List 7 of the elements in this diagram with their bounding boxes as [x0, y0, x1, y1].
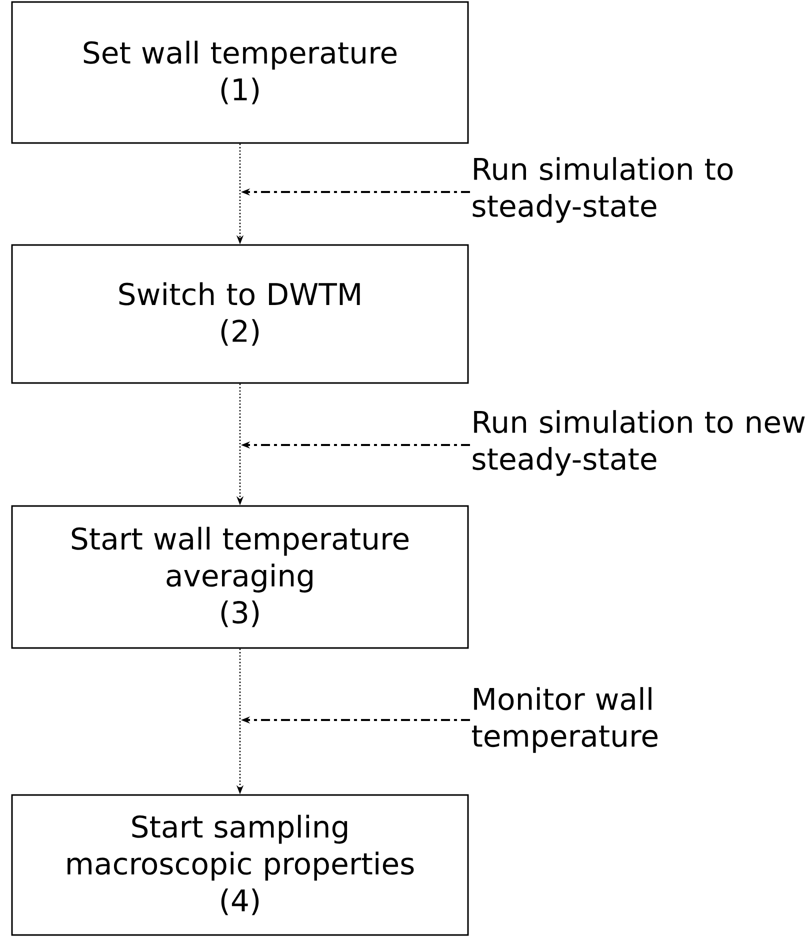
step-note: Run simulation to steady-state	[472, 157, 733, 223]
process-box: Start wall temperature averaging (3)	[11, 505, 469, 649]
step-note: Monitor wall temperature	[472, 687, 658, 753]
process-box: Start sampling macroscopic properties (4)	[11, 794, 469, 936]
step-note: Run simulation to new steady-state	[472, 410, 805, 476]
process-box: Switch to DWTM (2)	[11, 244, 469, 384]
process-box: Set wall temperature (1)	[11, 1, 469, 144]
